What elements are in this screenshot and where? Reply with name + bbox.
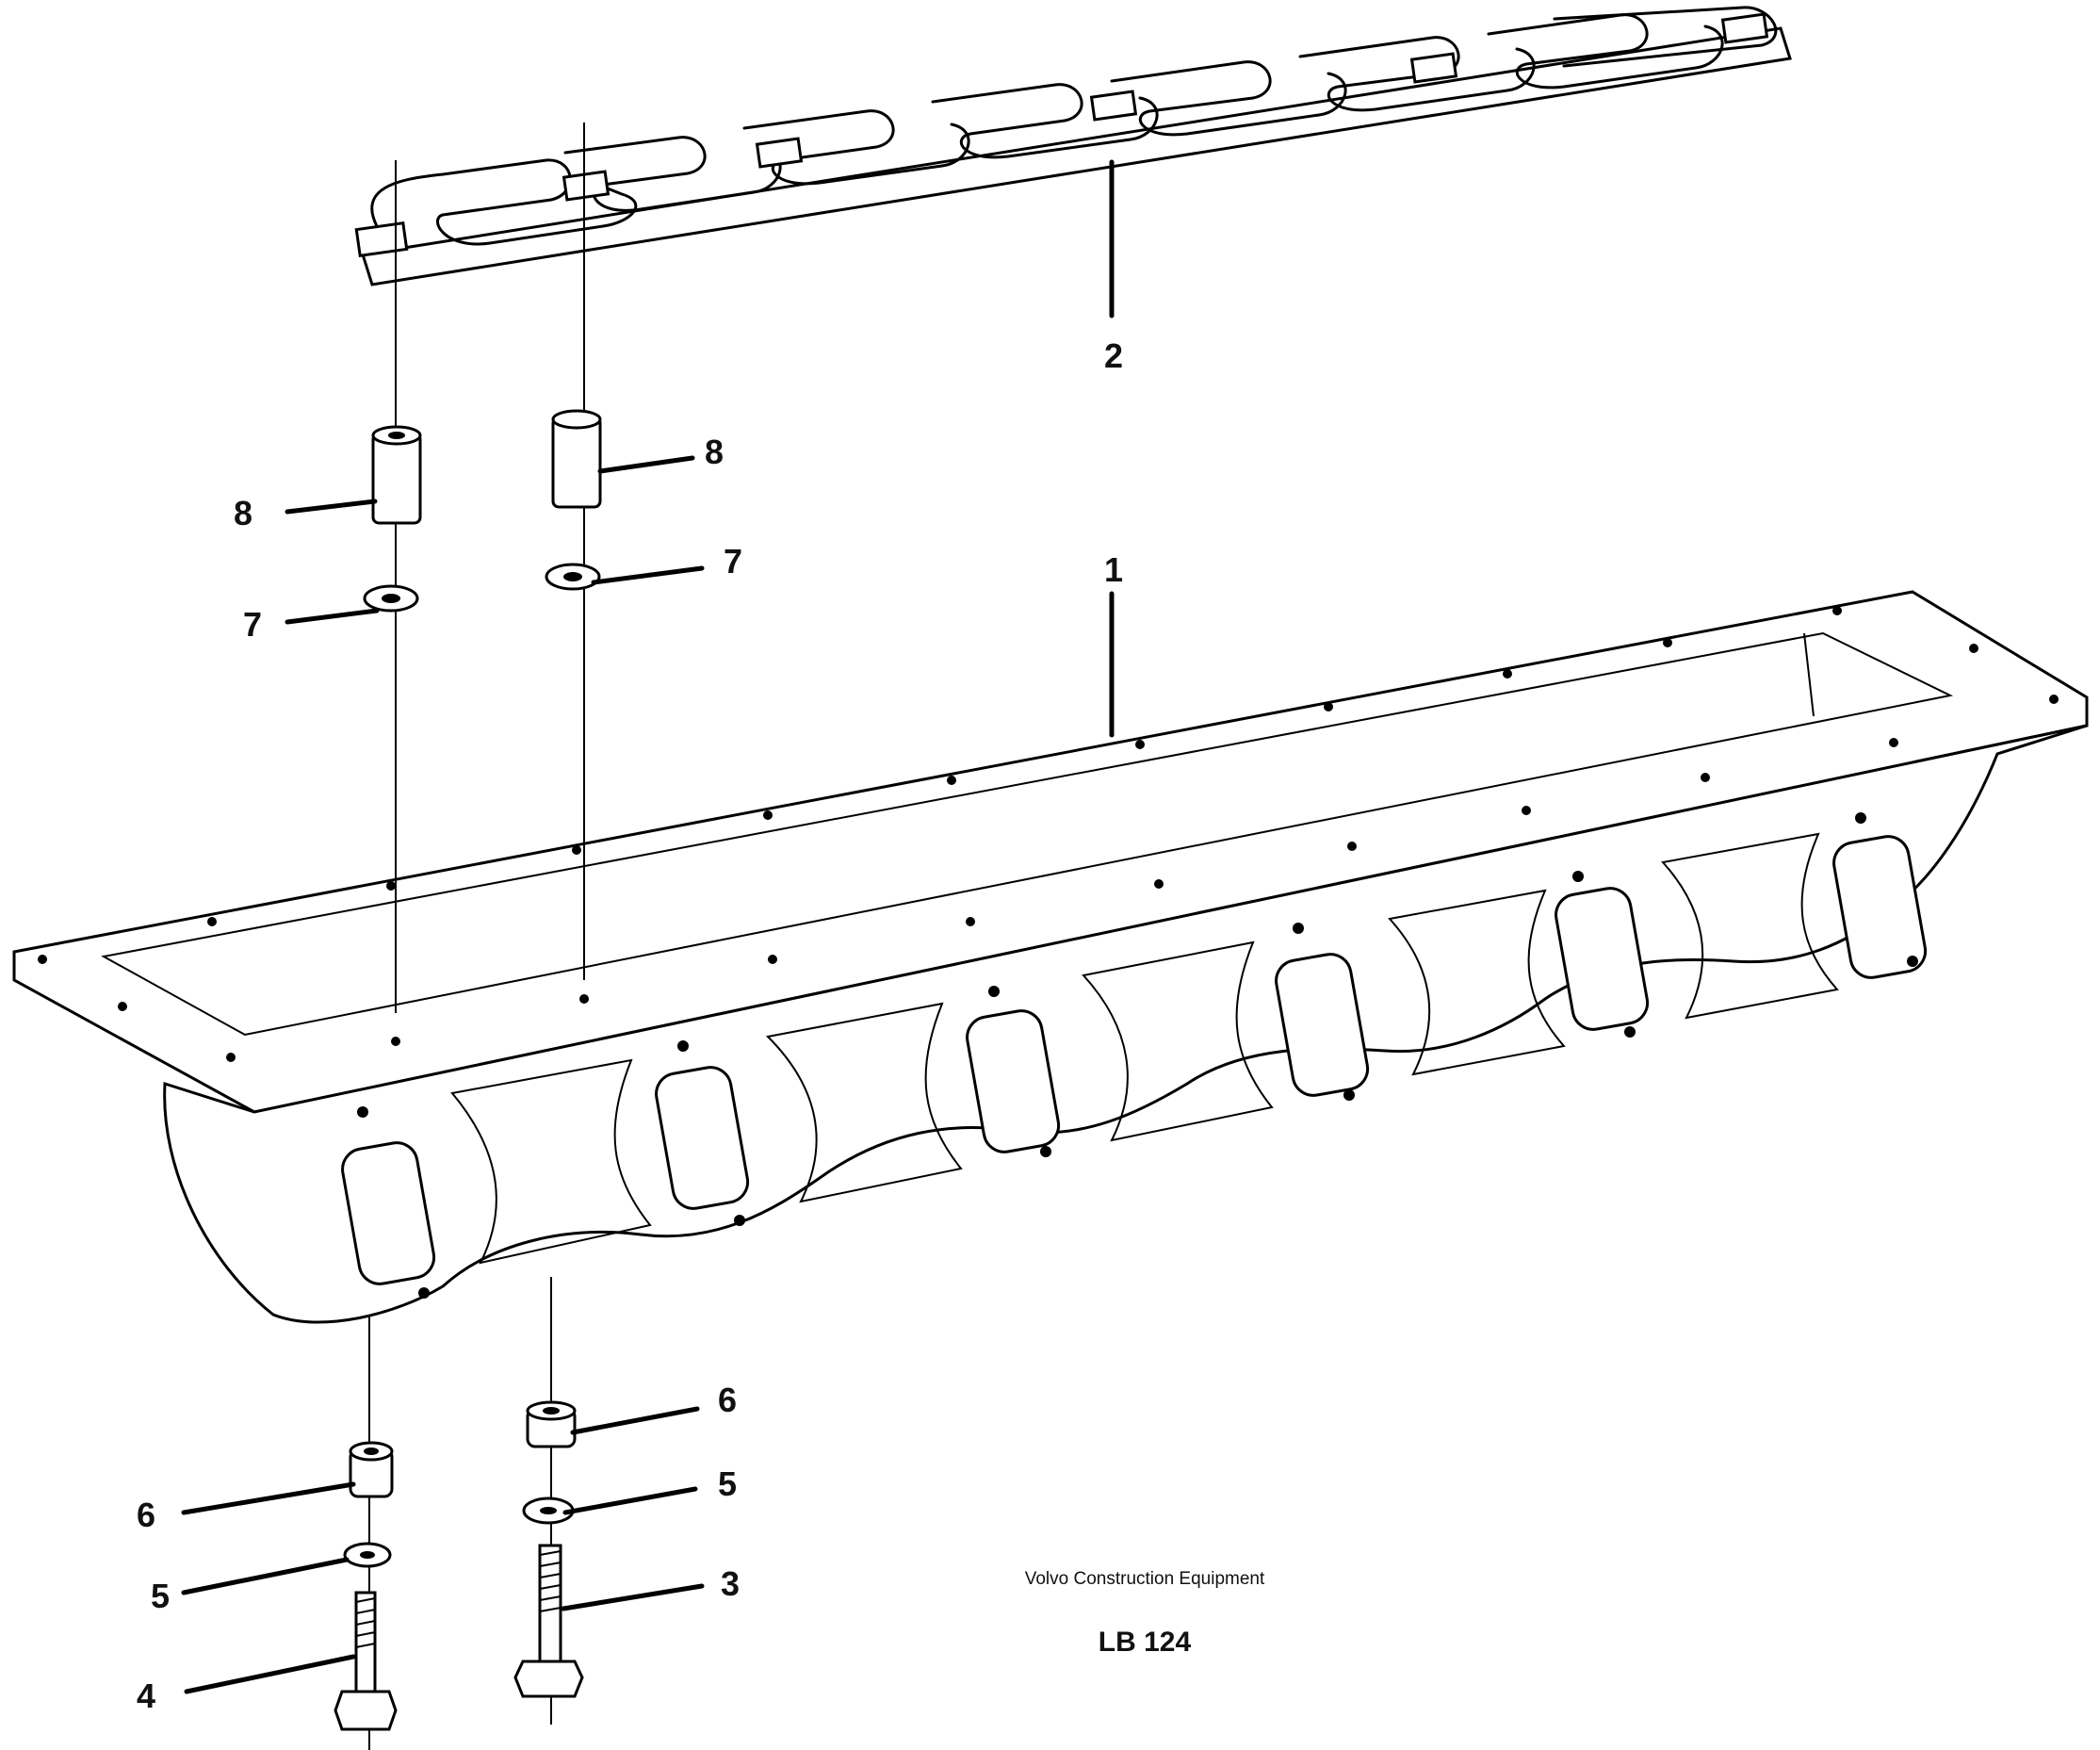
callout-1: 1: [1104, 550, 1123, 589]
callout-7-right: 7: [724, 542, 742, 581]
spacer-part-8-right: [551, 409, 602, 509]
spacer-part-8-left: [371, 425, 422, 525]
callout-5-right: 5: [718, 1464, 737, 1503]
callout-2: 2: [1104, 336, 1123, 375]
housing-part-1: [12, 590, 2089, 1324]
callout-4: 4: [137, 1676, 155, 1715]
flange-bolt-holes: [38, 606, 2059, 1062]
washer-part-5-left: [343, 1542, 392, 1568]
bolt-part-4: [334, 1591, 398, 1731]
callout-3: 3: [721, 1564, 740, 1603]
footer-company: Volvo Construction Equipment: [1024, 1569, 1265, 1589]
washer-part-5-right: [522, 1496, 575, 1525]
callout-7-left: 7: [243, 605, 262, 644]
bolt-part-3: [513, 1544, 584, 1698]
leader-lines: [181, 159, 1115, 1694]
callout-8-left: 8: [234, 494, 252, 532]
footer-drawing-code: LB 124: [1098, 1627, 1192, 1658]
callout-labels: 1 2 3 4 5 5 6 6 7 7 8 8: [137, 336, 1123, 1715]
washer-part-7-right: [545, 563, 601, 591]
side-ports: [341, 835, 1928, 1285]
cooling-coil-part-2: [354, 6, 1792, 286]
callout-5-left: 5: [151, 1577, 170, 1615]
bushing-part-6-left: [349, 1441, 394, 1498]
side-panels: [450, 832, 1839, 1265]
callout-6-left: 6: [137, 1496, 155, 1534]
washer-part-7-left: [363, 584, 419, 613]
callout-8-right: 8: [705, 433, 724, 471]
callout-6-right: 6: [718, 1381, 737, 1419]
bushing-part-6-right: [526, 1400, 577, 1448]
